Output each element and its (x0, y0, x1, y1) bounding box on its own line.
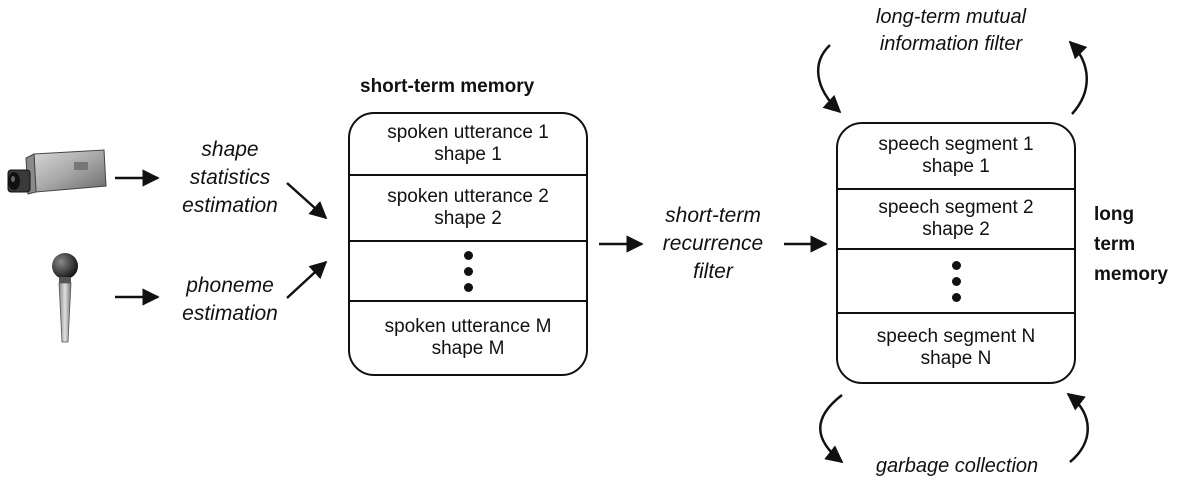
ltm-entry-n: speech segment N shape N (876, 326, 1036, 369)
long-term-memory-box: speech segment 1 shape 1 speech segment … (836, 122, 1076, 384)
stm-entry-1: spoken utterance 1 shape 1 (350, 114, 586, 176)
arrow-mutual-info-up (1068, 40, 1088, 115)
ltm-entry-2: speech segment 2 shape 2 (838, 190, 1074, 250)
stm-ellipsis (350, 242, 586, 302)
mutual-information-filter-label: long-term mutual information filter (875, 6, 1027, 55)
shape-statistics-estimation-label: shape statistics estimation (182, 138, 278, 217)
short-term-memory-box: spoken utterance 1 shape 1 spoken uttera… (348, 112, 588, 376)
ltm-ellipsis (838, 250, 1074, 314)
arrow-garbage-up (1066, 392, 1089, 463)
ellipsis-dots-icon (951, 260, 961, 302)
microphone-icon (50, 252, 80, 344)
arrow-phoneme-to-stm (286, 260, 328, 299)
long-term-memory-title: long term memory (1094, 204, 1168, 285)
stm-entry-2: spoken utterance 2 shape 2 (350, 176, 586, 242)
short-term-memory-title: short-term memory (360, 76, 535, 97)
camera-icon (4, 148, 108, 200)
garbage-collection-label: garbage collection (875, 455, 1039, 477)
arrow-mutual-info-down (817, 44, 842, 114)
phoneme-estimation-label: phoneme estimation (182, 274, 278, 325)
arrow-garbage-down (819, 394, 844, 464)
ltm-entry-1: speech segment 1 shape 1 (838, 124, 1074, 190)
ellipsis-dots-icon (463, 250, 473, 292)
arrow-shape-to-stm (286, 182, 328, 220)
short-term-recurrence-filter-label: short-term recurrence filter (662, 204, 764, 283)
stm-entry-m: spoken utterance M shape M (384, 316, 552, 359)
